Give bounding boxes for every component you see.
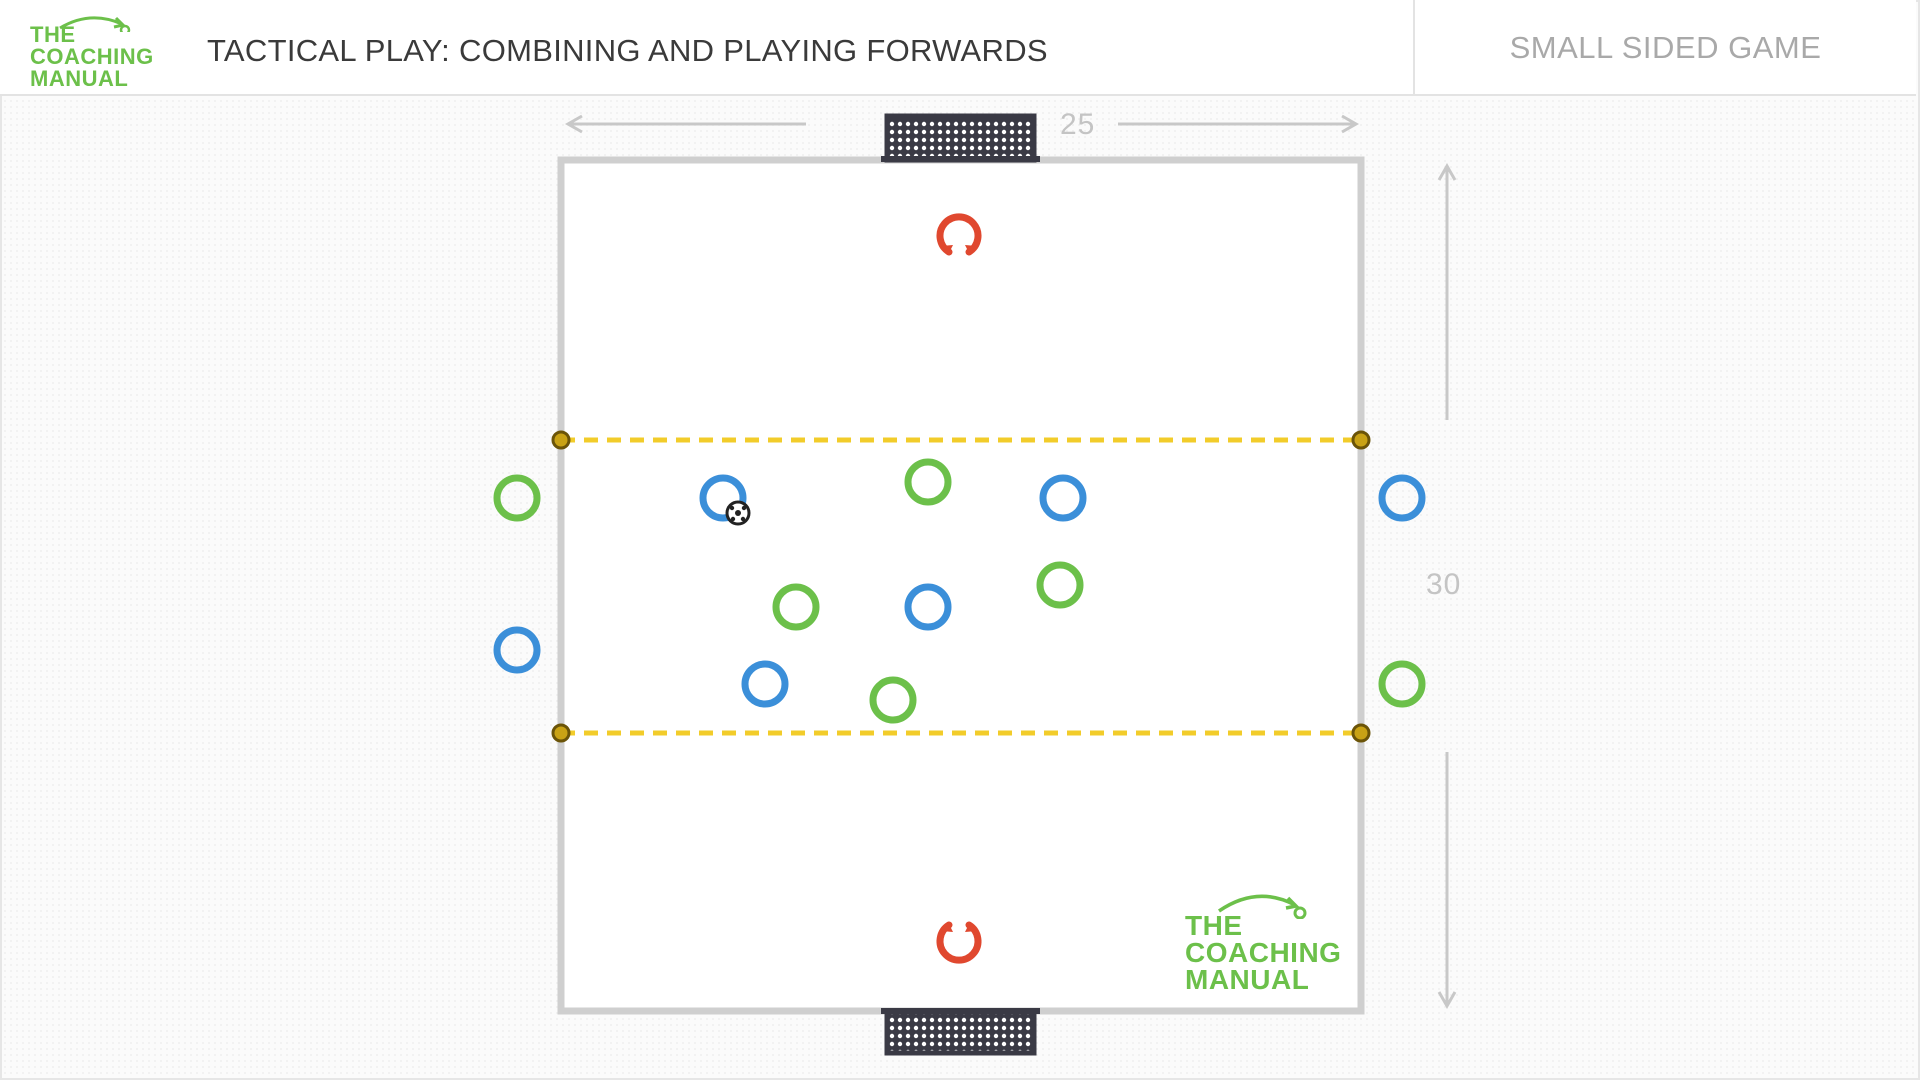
blue-player — [699, 474, 747, 522]
green-player — [1036, 561, 1084, 609]
green-outside-player — [1378, 660, 1426, 708]
watermark-arrow-icon — [1218, 894, 1307, 919]
blue-outside-player — [493, 626, 541, 674]
watermark-logo: THE COACHING MANUAL — [1185, 894, 1355, 1000]
header-bar: THE COACHING MANUAL TACTICAL PLAY: COMBI… — [0, 0, 1916, 96]
logo-line-1: THE — [30, 22, 76, 47]
width-arrow-left-icon — [564, 114, 806, 134]
goalkeeper-top — [936, 213, 982, 256]
width-arrow-right-icon — [1118, 114, 1360, 134]
green-player — [869, 676, 917, 724]
logo: THE COACHING MANUAL — [30, 14, 170, 90]
page-title: TACTICAL PLAY: COMBINING AND PLAYING FOR… — [207, 33, 1048, 68]
green-player — [904, 458, 952, 506]
watermark-line-2: COACHING — [1185, 937, 1342, 968]
pitch-boundary — [557, 156, 1365, 1015]
green-player — [772, 583, 820, 631]
logo-line-3: MANUAL — [30, 66, 129, 91]
goal-top-icon — [881, 113, 1040, 163]
ball-icon — [725, 500, 751, 526]
blue-player — [904, 583, 952, 631]
blue-outside-player — [1378, 474, 1426, 522]
blue-player — [741, 660, 789, 708]
header-divider — [1413, 0, 1415, 94]
length-arrow-bottom-icon — [1437, 752, 1457, 1010]
category-label: SMALL SIDED GAME — [1509, 30, 1822, 65]
width-label: 25 — [1060, 108, 1096, 141]
watermark-line-3: MANUAL — [1185, 964, 1310, 995]
goal-bottom-icon — [881, 1008, 1040, 1056]
blue-player — [1039, 474, 1087, 522]
cone-icon — [1351, 430, 1371, 450]
cone-icon — [551, 723, 571, 743]
goalkeeper-bottom — [936, 921, 982, 964]
length-label: 30 — [1426, 568, 1462, 601]
cone-icon — [551, 430, 571, 450]
watermark-line-1: THE — [1185, 910, 1243, 941]
cone-icon — [1351, 723, 1371, 743]
logo-arrow-icon — [59, 16, 131, 32]
green-outside-player — [493, 474, 541, 522]
length-arrow-top-icon — [1437, 162, 1457, 420]
logo-line-2: COACHING — [30, 44, 154, 69]
